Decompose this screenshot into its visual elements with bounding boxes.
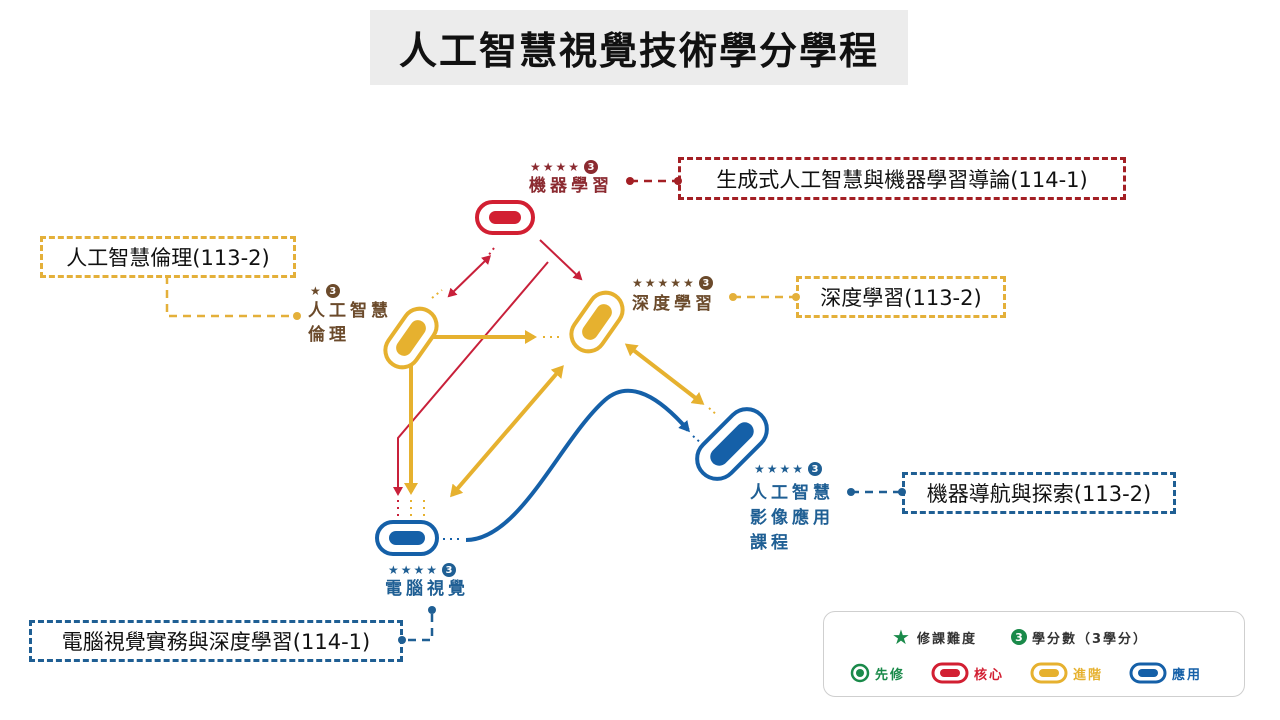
core-pill-icon <box>931 662 969 684</box>
aiimg-credit-badge: 3 <box>808 462 823 476</box>
cv-label: 電腦視覺 <box>385 579 469 599</box>
ml-label: 機器學習 <box>529 176 613 196</box>
dl-course-box[interactable]: 深度學習(113-2) <box>796 276 1006 318</box>
cv-rating: ★★★★ 3 <box>388 563 457 577</box>
dl-stars: ★★★★★ <box>632 276 696 290</box>
ml-ethics-arrow <box>447 255 492 298</box>
advanced-connections <box>404 289 719 516</box>
applied-pill-icon <box>1129 662 1167 684</box>
ethics-label-line1: 人工智慧 <box>308 301 392 321</box>
node-ml-pill[interactable] <box>475 200 535 235</box>
cv-credit-badge: 3 <box>442 563 457 577</box>
cv-stars: ★★★★ <box>388 563 440 577</box>
ethics-label-line2: 倫理 <box>308 325 350 345</box>
advanced-pill-icon <box>1030 662 1068 684</box>
title-banner: 人工智慧視覺技術學分學程 <box>370 10 908 85</box>
ml-credit-badge: 3 <box>584 160 599 174</box>
credit-icon: 3 <box>1010 629 1027 645</box>
ethics-course-box[interactable]: 人工智慧倫理(113-2) <box>40 236 296 278</box>
ml-dots <box>487 247 495 257</box>
dl-course-text: 深度學習(113-2) <box>820 286 982 310</box>
cv-aiimg-arrow <box>465 388 690 542</box>
aiimg-blue-dots <box>692 435 703 445</box>
dl-cv-arrow <box>450 365 564 498</box>
applied-connections <box>443 388 703 542</box>
ethics-rating: ★ 3 <box>310 284 340 298</box>
legend: ★ 修課難度 3 學分數（3學分） 先修 核心 <box>823 611 1245 697</box>
legend-row-bottom: 先修 核心 進階 應用 <box>850 662 1202 684</box>
prereq-icon <box>850 663 870 683</box>
node-aiimg-pill[interactable] <box>689 401 775 487</box>
ml-stars: ★★★★ <box>530 160 582 174</box>
legend-applied: 應用 <box>1129 662 1202 684</box>
cv-course-text: 電腦視覺實務與深度學習(114-1) <box>61 630 371 654</box>
ml-cv-arrow <box>393 261 549 496</box>
dl-rating: ★★★★★ 3 <box>632 276 713 290</box>
aiimg-label-line3: 課程 <box>750 533 792 553</box>
ml-dl-arrow <box>539 239 583 281</box>
legend-prereq: 先修 <box>850 663 905 683</box>
aiimg-yel-dots <box>708 407 719 417</box>
aiimg-course-box[interactable]: 機器導航與探索(113-2) <box>902 472 1176 514</box>
cv-course-box[interactable]: 電腦視覺實務與深度學習(114-1) <box>29 620 403 662</box>
node-dl-pill[interactable] <box>565 286 630 358</box>
dl-credit-badge: 3 <box>698 276 713 290</box>
ml-rating: ★★★★ 3 <box>530 160 599 174</box>
node-cv-pill[interactable] <box>375 520 439 556</box>
node-ethics-pill[interactable] <box>379 302 444 374</box>
legend-difficulty: ★ 修課難度 <box>892 625 977 649</box>
ethics-credit-badge: 3 <box>325 284 340 298</box>
legend-advanced-label: 進階 <box>1073 667 1104 683</box>
aiimg-label-line2: 影像應用 <box>750 508 834 528</box>
aiimg-label-line1: 人工智慧 <box>750 483 834 503</box>
ml-course-text: 生成式人工智慧與機器學習導論(114-1) <box>716 167 1088 192</box>
legend-difficulty-label: 修課難度 <box>916 631 977 647</box>
legend-credits: 3 學分數（3學分） <box>1010 628 1148 647</box>
aiimg-rating: ★★★★ 3 <box>754 462 823 476</box>
dl-aiimg-arrow <box>624 343 705 405</box>
ethics-course-text: 人工智慧倫理(113-2) <box>66 246 270 270</box>
aiimg-course-text: 機器導航與探索(113-2) <box>926 482 1152 506</box>
ethics-dots <box>431 289 443 299</box>
ethics-stars: ★ <box>310 284 323 298</box>
legend-applied-label: 應用 <box>1172 667 1203 683</box>
legend-core-label: 核心 <box>974 667 1005 683</box>
dl-label: 深度學習 <box>632 294 716 314</box>
legend-advanced: 進階 <box>1030 662 1103 684</box>
legend-credits-label: 學分數（3學分） <box>1031 631 1148 647</box>
legend-core: 核心 <box>931 662 1004 684</box>
legend-row-top: ★ 修課難度 3 學分數（3學分） <box>892 625 1148 649</box>
core-connections <box>393 239 583 516</box>
ml-course-box[interactable]: 生成式人工智慧與機器學習導論(114-1) <box>678 157 1126 200</box>
legend-prereq-label: 先修 <box>875 667 906 683</box>
aiimg-stars: ★★★★ <box>754 462 806 476</box>
star-icon: ★ <box>892 625 912 649</box>
page-title: 人工智慧視覺技術學分學程 <box>398 29 879 73</box>
